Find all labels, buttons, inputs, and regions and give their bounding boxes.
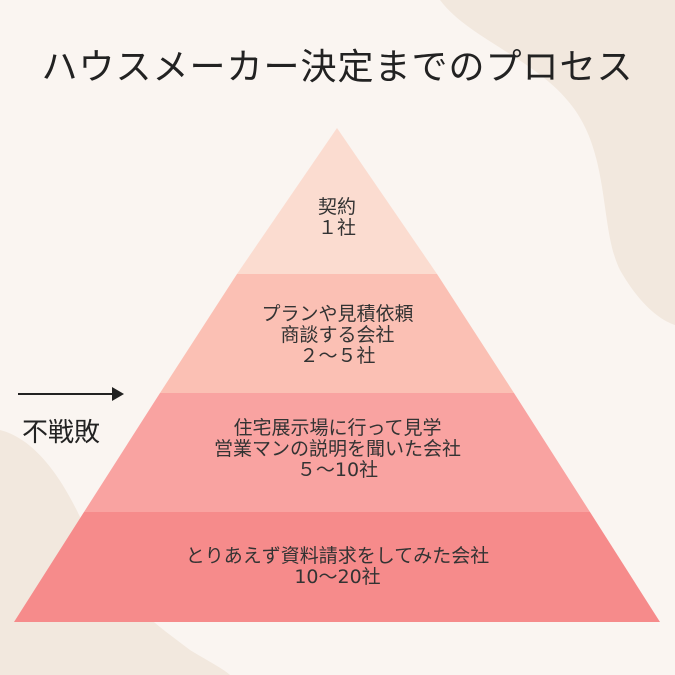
tier-2-line-2: 商談する会社	[280, 324, 395, 346]
top-right-blob	[440, 0, 675, 325]
tier-2-label: プランや見積依頼 商談する会社 ２〜５社	[200, 304, 475, 367]
pyramid-tier-2	[160, 274, 514, 393]
tier-4-label: とりあえず資料請求をしてみた会社 10〜20社	[120, 546, 555, 588]
arrow-line	[18, 393, 114, 395]
pyramid-tier-3	[84, 393, 590, 512]
tier-3-line-3: ５〜10社	[296, 459, 379, 481]
tier-4-line-1: とりあえず資料請求をしてみた会社	[185, 545, 490, 567]
tier-3-line-1: 住宅展示場に行って見学	[233, 417, 442, 439]
tier-2-line-3: ２〜５社	[299, 345, 376, 367]
tier-3-line-2: 営業マンの説明を聞いた会社	[213, 438, 461, 460]
tier-2-line-1: プランや見積依頼	[261, 303, 414, 325]
tier-1-line-2: １社	[317, 217, 356, 239]
pyramid-tier-4	[14, 512, 660, 622]
pyramid-tier-1	[237, 128, 437, 274]
default-loss-marker: 不戦敗	[18, 384, 128, 454]
default-loss-label: 不戦敗	[22, 418, 101, 448]
tier-4-line-2: 10〜20社	[294, 566, 381, 588]
tier-1-label: 契約 １社	[237, 197, 437, 239]
tier-3-label: 住宅展示場に行って見学 営業マンの説明を聞いた会社 ５〜10社	[160, 418, 515, 481]
tier-1-line-1: 契約	[317, 196, 356, 218]
arrow-right-icon	[112, 387, 124, 401]
page-title: ハウスメーカー決定までのプロセス	[41, 47, 634, 88]
